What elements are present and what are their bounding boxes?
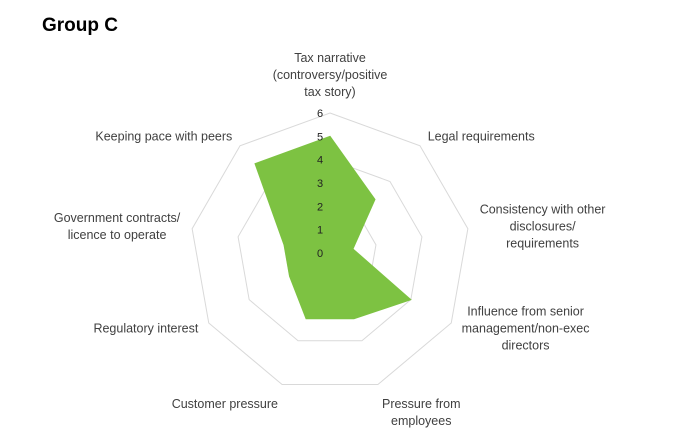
- axis-label: Customer pressure: [171, 396, 278, 411]
- grid-ring-6: [191, 112, 469, 386]
- tick-label: 4: [317, 155, 323, 167]
- tick-label: 6: [317, 108, 323, 120]
- axis-label: Tax narrative (controversy/positive tax …: [272, 51, 388, 99]
- tick-label: 0: [317, 248, 323, 260]
- axis-label: Consistency with other disclosures/ requ…: [479, 202, 606, 251]
- tick-label: 5: [317, 131, 323, 143]
- axis-label: Influence from senior management/non-exe…: [461, 304, 590, 353]
- axis-label: Government contracts/ licence to operate: [53, 210, 181, 242]
- tick-label: 1: [317, 225, 323, 237]
- chart-title: Group C: [42, 15, 118, 36]
- axis-label: Keeping pace with peers: [95, 129, 233, 144]
- radar-series: [254, 135, 412, 320]
- series-area: [254, 135, 412, 320]
- tick-label: 2: [317, 201, 323, 213]
- radial-tick-labels: 0 1 2 3 4 5 6: [317, 108, 323, 260]
- axis-label: Pressure from employees: [381, 396, 461, 428]
- axis-label: Legal requirements: [427, 129, 535, 144]
- axis-label: Regulatory interest: [93, 321, 199, 336]
- grid-ring-4: [237, 159, 423, 342]
- tick-label: 3: [317, 178, 323, 190]
